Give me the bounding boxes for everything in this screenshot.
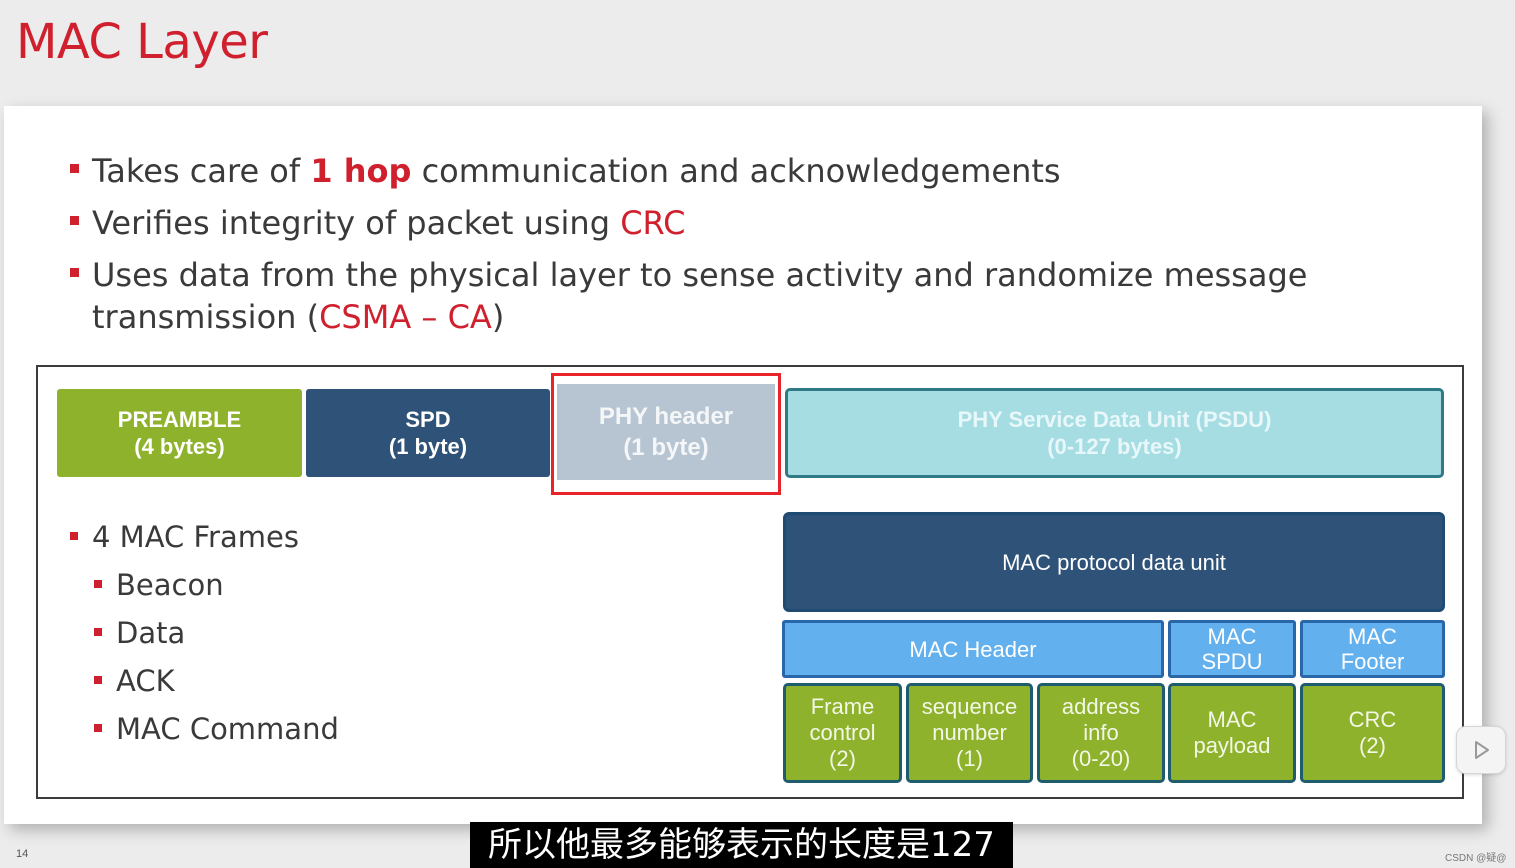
mac-frame-command: MAC Command xyxy=(94,710,339,748)
mac-payload-block: MAC payload xyxy=(1168,683,1296,783)
spd-block: SPD (1 byte) xyxy=(306,389,550,477)
address-info-line2: info xyxy=(1083,720,1119,745)
frame-control-block: Frame control (2) xyxy=(783,683,902,783)
mac-footer-line2: Footer xyxy=(1340,649,1405,674)
address-info-line1: address xyxy=(1061,694,1141,719)
sequence-number-line1: sequence xyxy=(921,694,1018,719)
mac-frame-data: Data xyxy=(94,614,339,652)
bullet-3-text-end: ) xyxy=(491,298,505,336)
mac-header-label: MAC Header xyxy=(909,636,1037,662)
mac-frame-beacon: Beacon xyxy=(94,566,339,604)
sequence-number-block: sequence number (1) xyxy=(906,683,1033,783)
address-info-size: (0-20) xyxy=(1071,746,1131,771)
mpdu-label: MAC protocol data unit xyxy=(1002,549,1226,575)
mac-header-block: MAC Header xyxy=(782,620,1164,678)
phy-header-block: PHY header (1 byte) xyxy=(557,384,775,480)
crc-size: (2) xyxy=(1359,733,1386,758)
bullet-1-text: Takes care of xyxy=(92,152,311,190)
psdu-size: (0-127 bytes) xyxy=(1047,434,1182,459)
psdu-block: PHY Service Data Unit (PSDU) (0-127 byte… xyxy=(785,388,1444,478)
sequence-number-line2: number xyxy=(932,720,1007,745)
mac-payload-line1: MAC xyxy=(1207,707,1257,732)
mac-spdu-block: MAC SPDU xyxy=(1168,620,1296,678)
frame-diagram-box xyxy=(36,365,1464,799)
mpdu-block: MAC protocol data unit xyxy=(783,512,1445,612)
preamble-block: PREAMBLE (4 bytes) xyxy=(57,389,302,477)
play-icon xyxy=(1475,741,1489,759)
frame-control-line1: Frame xyxy=(810,694,875,719)
mac-footer-block: MAC Footer xyxy=(1300,620,1445,678)
bullet-1-hop: Takes care of 1 hop communication and ac… xyxy=(70,150,1430,192)
play-button[interactable] xyxy=(1456,726,1506,774)
mac-spdu-line2: SPDU xyxy=(1201,649,1263,674)
frame-control-line2: control xyxy=(809,720,876,745)
video-subtitle: 所以他最多能够表示的长度是127 xyxy=(470,822,1013,868)
intro-bullets: Takes care of 1 hop communication and ac… xyxy=(70,150,1430,348)
page-number: 14 xyxy=(16,848,29,860)
mac-frame-ack: ACK xyxy=(94,662,339,700)
bullet-crc: Verifies integrity of packet using CRC xyxy=(70,202,1430,244)
bullet-3-text: Uses data from the physical layer to sen… xyxy=(92,256,1308,336)
bullet-3-highlight: CSMA – CA xyxy=(319,298,492,336)
frame-control-size: (2) xyxy=(829,746,856,771)
bullet-csma: Uses data from the physical layer to sen… xyxy=(70,254,1430,338)
crc-block: CRC (2) xyxy=(1300,683,1445,783)
spd-label: SPD xyxy=(405,407,451,432)
bullet-1-highlight: 1 hop xyxy=(310,152,412,190)
bullet-1-text-end: communication and acknowledgements xyxy=(411,152,1061,190)
mac-payload-line2: payload xyxy=(1193,733,1271,758)
mac-spdu-line1: MAC xyxy=(1207,624,1257,649)
crc-label: CRC xyxy=(1348,707,1397,732)
preamble-size: (4 bytes) xyxy=(134,434,225,459)
mac-frames-heading: 4 MAC Frames xyxy=(70,518,339,556)
sequence-number-size: (1) xyxy=(956,746,983,771)
address-info-block: address info (0-20) xyxy=(1037,683,1165,783)
bullet-2-highlight: CRC xyxy=(620,204,686,242)
bullet-2-text: Verifies integrity of packet using xyxy=(92,204,621,242)
mac-frames-list: 4 MAC Frames Beacon Data ACK MAC Command xyxy=(70,518,339,758)
slide-title: MAC Layer xyxy=(16,14,268,70)
psdu-label: PHY Service Data Unit (PSDU) xyxy=(957,407,1272,432)
phy-header-size: (1 byte) xyxy=(623,434,709,461)
spd-size: (1 byte) xyxy=(388,434,468,459)
mac-footer-line1: MAC xyxy=(1348,624,1397,649)
preamble-label: PREAMBLE xyxy=(117,407,242,432)
watermark: CSDN @疑@ xyxy=(1445,853,1507,864)
phy-header-highlight xyxy=(551,373,781,495)
phy-header-label: PHY header xyxy=(598,403,734,430)
